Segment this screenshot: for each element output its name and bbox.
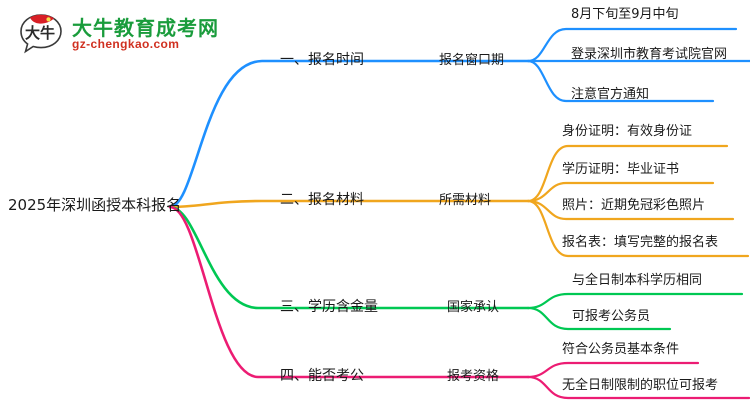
logo-title-cn: 大牛教育成考网 <box>72 16 219 40</box>
branch-4-leaf-1[interactable]: 符合公务员基本条件 <box>562 342 680 357</box>
branch-2-level1-node[interactable]: 二、报名材料 <box>280 192 364 208</box>
wire-branch-4-leaf-1 <box>526 361 700 379</box>
wire-branch-4-leaf-2 <box>526 375 750 400</box>
wire-root-branch-3 <box>168 205 530 310</box>
branch-1-level1-node[interactable]: 一、报名时间 <box>280 52 364 68</box>
wire-root-branch-1 <box>168 59 530 209</box>
branch-3-leaf-1[interactable]: 与全日制本科学历相同 <box>572 273 703 288</box>
branch-1-leaf-1[interactable]: 8月下旬至9月中旬 <box>571 7 679 22</box>
wire-branch-2-leaf-4 <box>526 199 750 258</box>
wire-branch-2-leaf-1 <box>526 144 729 203</box>
branch-3-level2-node[interactable]: 国家承认 <box>447 300 500 315</box>
wire-root-branch-2 <box>168 199 530 209</box>
branch-2-leaf-3[interactable]: 照片：近期免冠彩色照片 <box>562 198 706 213</box>
branch-2-leaf-4[interactable]: 报名表：填写完整的报名表 <box>562 235 719 250</box>
branch-4-leaf-2[interactable]: 无全日制限制的职位可报考 <box>562 378 719 393</box>
wire-branch-3-leaf-1 <box>526 292 744 310</box>
branch-2-level2-node[interactable]: 所需材料 <box>439 193 492 208</box>
wire-branch-1-leaf-3 <box>526 59 715 103</box>
branch-3-leaf-2[interactable]: 可报考公务员 <box>572 309 651 324</box>
branch-2-leaf-1[interactable]: 身份证明：有效身份证 <box>562 124 693 139</box>
branch-2-leaf-2[interactable]: 学历证明：毕业证书 <box>562 162 680 177</box>
branch-1-leaf-2[interactable]: 登录深圳市教育考试院官网 <box>571 47 728 62</box>
branch-1-leaf-3[interactable]: 注意官方通知 <box>571 87 650 102</box>
site-logo[interactable]: 大牛 大牛教育成考网 gz-chengkao.com <box>18 10 248 58</box>
branch-1-level2-node[interactable]: 报名窗口期 <box>439 53 505 68</box>
branch-4-level1-node[interactable]: 四、能否考公 <box>280 368 364 384</box>
mindmap-root-node[interactable]: 2025年深圳函授本科报名 <box>8 196 182 214</box>
logo-title-en: gz-chengkao.com <box>72 37 180 51</box>
wire-branch-2-leaf-2 <box>526 181 715 203</box>
branch-3-level1-node[interactable]: 三、学历含金量 <box>280 299 378 315</box>
wire-branch-3-leaf-2 <box>526 306 672 331</box>
svg-text:大牛: 大牛 <box>25 24 55 42</box>
daniu-speech-bubble-logo-icon: 大牛 <box>20 14 62 54</box>
branch-4-level2-node[interactable]: 报考资格 <box>447 369 500 384</box>
wire-root-branch-4 <box>168 205 530 379</box>
